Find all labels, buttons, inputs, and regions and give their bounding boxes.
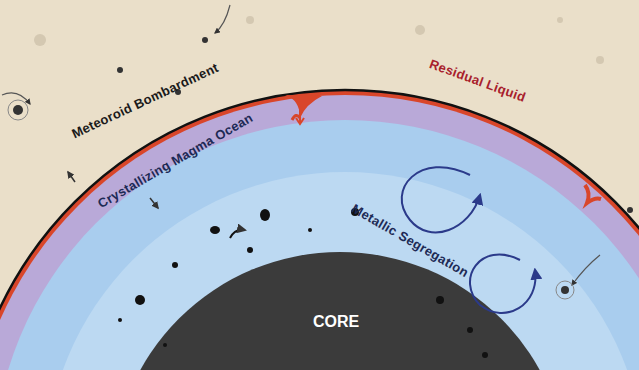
magma-ocean	[0, 120, 639, 370]
core-label: CORE	[313, 313, 359, 331]
planet-surface	[0, 90, 639, 370]
core-shape	[112, 252, 568, 370]
core-region: CORE	[291, 305, 381, 339]
residual-liquid-layer	[0, 90, 639, 370]
lower-magma	[45, 172, 639, 370]
layer-label: Residual Liquid	[428, 56, 528, 105]
crust-layer	[0, 95, 639, 370]
